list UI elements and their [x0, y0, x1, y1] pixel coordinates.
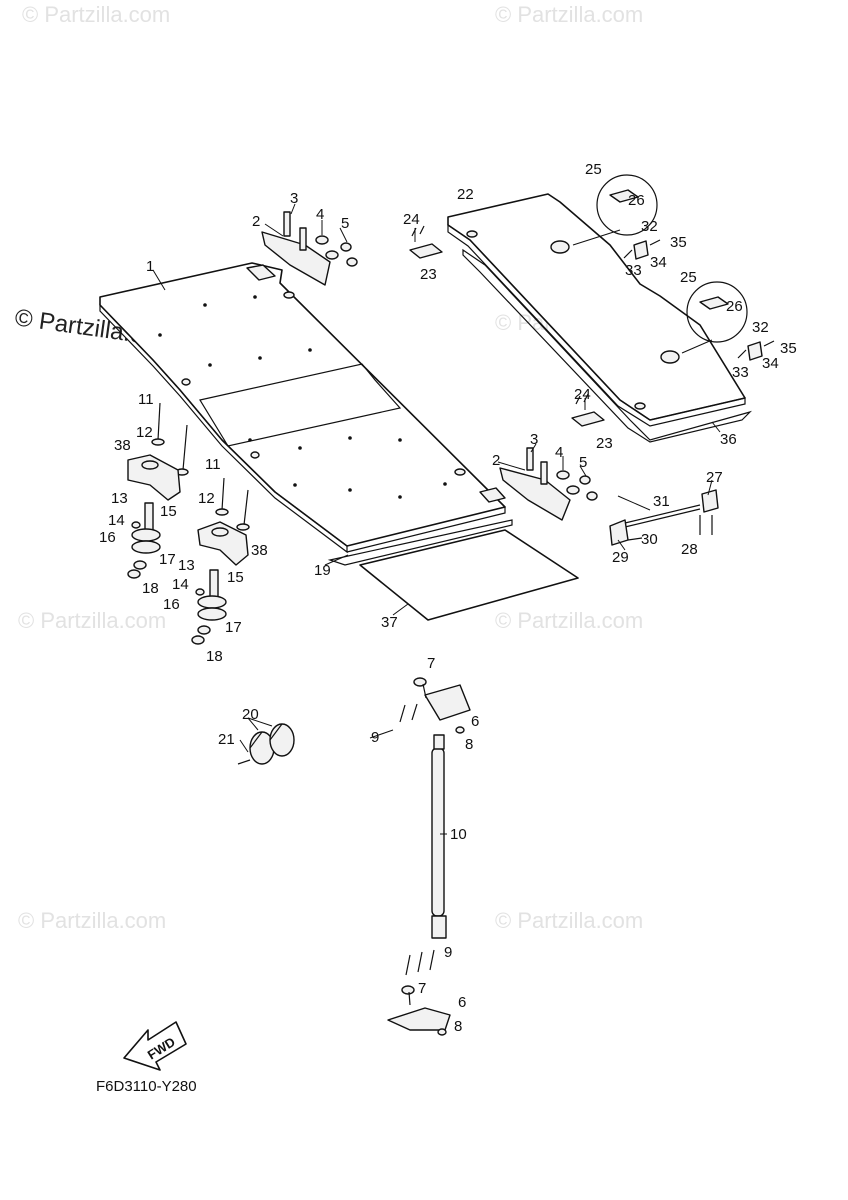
watermark: © Partzilla.com	[495, 608, 643, 633]
hinge-assembly-upper	[261, 211, 358, 286]
callout-25: 25	[680, 269, 697, 286]
callout-38: 38	[251, 542, 268, 559]
callout-18: 18	[142, 580, 159, 597]
gas-strut-assembly	[387, 677, 471, 1036]
hook-set-upper	[623, 239, 661, 260]
callout-24: 24	[574, 386, 591, 403]
mount-assembly-left	[127, 402, 189, 579]
callout-5: 5	[341, 215, 349, 232]
callout-29: 29	[612, 549, 629, 566]
callout-23: 23	[596, 435, 613, 452]
callout-2: 2	[252, 213, 260, 230]
clamp-assembly	[237, 723, 295, 765]
callout-12: 12	[136, 424, 153, 441]
watermark: © Partzilla.com	[18, 608, 166, 633]
watermark: © Partzilla.com	[495, 2, 643, 27]
callout-31: 31	[653, 493, 670, 510]
callout-26: 26	[726, 298, 743, 315]
callout-5: 5	[579, 454, 587, 471]
leader-lines	[152, 203, 721, 835]
callout-13: 13	[178, 557, 195, 574]
floor-mat	[327, 519, 579, 621]
callout-6: 6	[471, 713, 479, 730]
callout-24: 24	[403, 211, 420, 228]
callout-27: 27	[706, 469, 723, 486]
callout-17: 17	[225, 619, 242, 636]
bed-floor-panel	[99, 262, 506, 554]
callout-15: 15	[160, 503, 177, 520]
callout-14: 14	[172, 576, 189, 593]
callout-3: 3	[290, 190, 298, 207]
callout-32: 32	[641, 218, 658, 235]
callout-25: 25	[585, 161, 602, 178]
callout-26: 26	[628, 192, 645, 209]
callout-8: 8	[454, 1018, 462, 1035]
callout-8: 8	[465, 736, 473, 753]
callout-9: 9	[371, 729, 379, 746]
watermark: © Partzilla.com	[18, 908, 166, 933]
callout-28: 28	[681, 541, 698, 558]
callout-4: 4	[555, 444, 563, 461]
callout-35: 35	[670, 234, 687, 251]
callout-13: 13	[111, 490, 128, 507]
callout-12: 12	[198, 490, 215, 507]
callout-4: 4	[316, 206, 324, 223]
tailgate-cable	[609, 489, 719, 546]
callout-38: 38	[114, 437, 131, 454]
callout-36: 36	[720, 431, 737, 448]
callout-16: 16	[99, 529, 116, 546]
hinge-assembly-lower	[499, 447, 598, 521]
fwd-arrow-icon: FWD	[123, 1021, 187, 1071]
callout-17: 17	[159, 551, 176, 568]
hook-set-lower	[737, 340, 775, 361]
latch-plate-lower	[571, 393, 605, 427]
callout-15: 15	[227, 569, 244, 586]
watermark: © Partzilla.com	[22, 2, 170, 27]
callout-7: 7	[418, 980, 426, 997]
tailgate-panel	[447, 174, 753, 443]
callout-9: 9	[444, 944, 452, 961]
callout-30: 30	[641, 531, 658, 548]
callout-21: 21	[218, 731, 235, 748]
callout-35: 35	[780, 340, 797, 357]
callout-33: 33	[625, 262, 642, 279]
callout-1: 1	[146, 258, 154, 275]
callout-7: 7	[427, 655, 435, 672]
callout-11: 11	[205, 456, 221, 473]
callout-34: 34	[650, 254, 667, 271]
mount-assembly-right	[191, 477, 250, 645]
callout-numbers: 1 2 3 4 5 22 25 26 24 23 32 35 33 34 25 …	[99, 161, 797, 1035]
watermark: © Partzilla.com	[495, 908, 643, 933]
callout-10: 10	[450, 826, 467, 843]
callout-2: 2	[492, 452, 500, 469]
callout-32: 32	[752, 319, 769, 336]
callout-6: 6	[458, 994, 466, 1011]
callout-37: 37	[381, 614, 398, 631]
callout-11: 11	[138, 391, 154, 408]
figure-code: F6D3110-Y280	[96, 1078, 197, 1095]
callout-16: 16	[163, 596, 180, 613]
callout-3: 3	[530, 431, 538, 448]
callout-34: 34	[762, 355, 779, 372]
callout-18: 18	[206, 648, 223, 665]
callout-20: 20	[242, 706, 259, 723]
callout-22: 22	[457, 186, 474, 203]
callout-33: 33	[732, 364, 749, 381]
callout-23: 23	[420, 266, 437, 283]
callout-14: 14	[108, 512, 125, 529]
callout-19: 19	[314, 562, 331, 579]
